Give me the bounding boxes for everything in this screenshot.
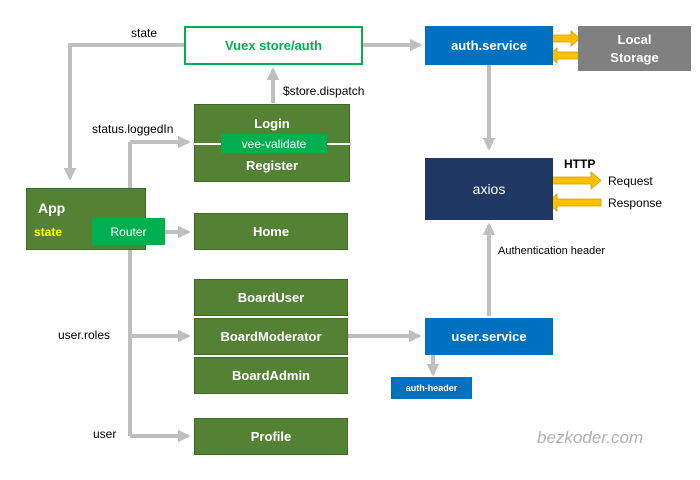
user-service-box: user.service [425, 318, 553, 355]
authentication-header-label: Authentication header [498, 245, 606, 257]
local-storage-line-2: Storage [610, 49, 659, 65]
profile-box: Profile [194, 418, 348, 455]
router-box: Router [92, 218, 165, 245]
user-label: user [93, 427, 117, 441]
request-arrow [546, 171, 602, 190]
state-label: state [34, 225, 63, 239]
local-storage-line-1: Local [617, 31, 652, 47]
vuex-store-box: Vuex store/auth [184, 26, 363, 65]
home-box: Home [194, 213, 348, 250]
login-label: Login [254, 115, 290, 131]
response-label: Response [608, 196, 663, 210]
status-logged-in-label: status.loggedIn [92, 122, 174, 136]
axios-box: axios [425, 158, 553, 220]
request-label: Request [608, 174, 653, 188]
local-storage-box: Local Storage [578, 26, 691, 71]
store-dispatch-label: $store.dispatch [283, 84, 365, 98]
board-user-box: BoardUser [194, 279, 348, 316]
response-arrow [546, 193, 602, 212]
register-label: Register [245, 157, 299, 173]
app-label: App [38, 200, 66, 216]
user-roles-label: user.roles [58, 328, 111, 342]
vee-validate-badge: vee-validate [221, 134, 327, 153]
state-to-app-arrow [63, 43, 184, 181]
http-label: HTTP [564, 157, 596, 171]
state-edge-label: state [131, 26, 158, 40]
board-moderator-box: BoardModerator [194, 318, 348, 355]
auth-service-box: auth.service [425, 26, 553, 65]
watermark: bezkoder.com [537, 428, 644, 447]
board-admin-box: BoardAdmin [194, 357, 348, 394]
auth-header-box: auth-header [391, 377, 472, 399]
